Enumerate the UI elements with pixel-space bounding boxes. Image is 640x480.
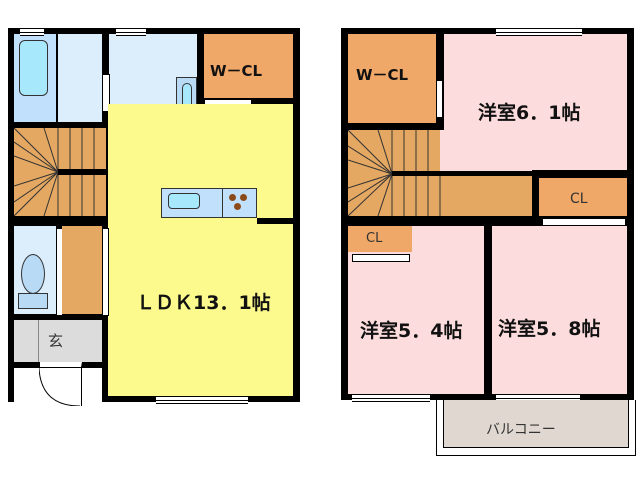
closet-right-label: CL [570,191,588,207]
walk-in-closet-label: W－CL [356,66,409,84]
window [156,396,248,404]
bedroom-5-4-label: 洋室5．4帖 [360,320,463,342]
bath-door[interactable] [102,74,110,112]
closet-door[interactable] [436,80,443,118]
sink [168,193,200,209]
stove [222,188,257,218]
walk-in-closet [204,34,293,98]
window [20,28,44,36]
staircase[interactable] [348,130,532,216]
window [496,28,582,36]
bedroom-5-8-label: 洋室5．8帖 [498,318,601,340]
ldk-label: ＬＤＫ13．1帖 [136,292,271,314]
closet-door[interactable] [352,254,410,262]
ldk-room [108,104,293,396]
closet-door[interactable] [542,218,626,226]
wall [257,218,293,224]
storage-door[interactable] [102,228,109,316]
balcony-label: バルコニー [486,422,556,438]
bedroom-5-8 [492,226,627,394]
closet-right [539,178,627,216]
closet-left-label: CL [366,231,383,246]
washroom [58,34,102,122]
ldk-upper [108,128,208,138]
front-door[interactable] [39,362,82,406]
bedroom-6-1-label: 洋室6．1帖 [478,102,581,124]
staircase[interactable] [14,128,106,216]
window [116,28,146,36]
balcony [436,400,636,456]
closet-left [348,226,412,252]
walk-in-closet [348,34,436,123]
bathtub [19,40,48,96]
floor-plan-2f: W－CL 洋室6．1帖 CL CL 洋室5．4帖 洋室5．8帖 [330,0,640,480]
storage [62,226,102,314]
entrance [14,320,102,362]
toilet-tank [18,293,48,309]
walk-in-closet-label: W－CL [210,62,263,80]
toilet-bowl [21,254,45,294]
floor-plan-1f: W－CL ＬＤＫ13．1帖 玄 [0,0,310,420]
entrance-label: 玄 [48,332,64,350]
window [352,394,430,402]
